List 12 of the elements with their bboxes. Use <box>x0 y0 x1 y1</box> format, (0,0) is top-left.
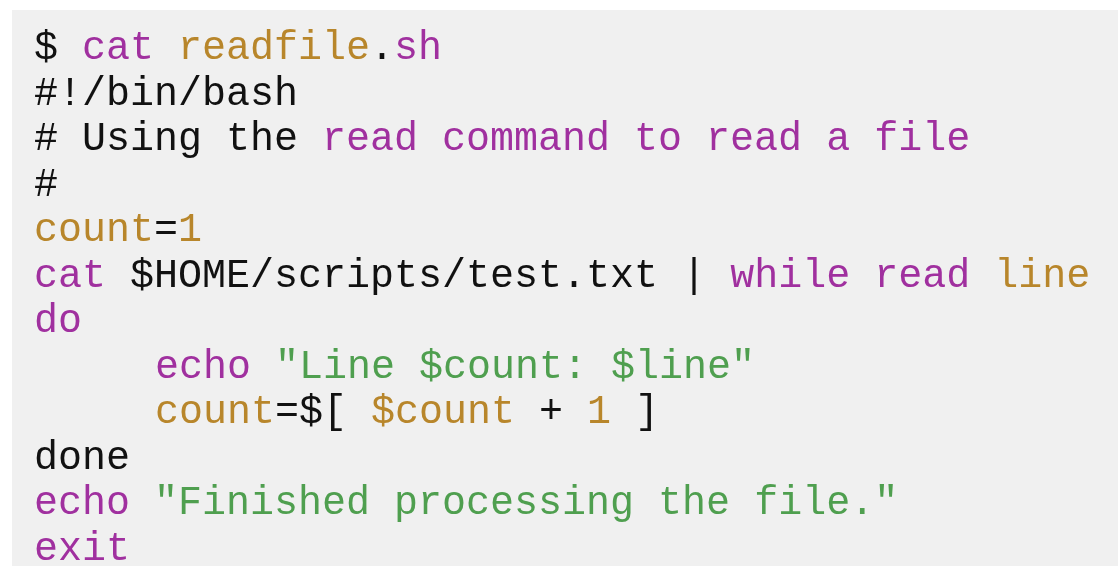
code-line: done <box>34 435 130 481</box>
code-line: echo "Line $count: $line" <box>155 344 756 390</box>
code-line: exit <box>34 526 130 566</box>
code-line: #!/bin/bash <box>34 71 299 117</box>
code-line: # Using the read command to read a file <box>34 117 971 162</box>
code-line: do <box>34 299 82 344</box>
code-line: cat $HOME/scripts/test.txt | while read line <box>34 253 1091 299</box>
code-line: count=$[ $count + 1 ] <box>155 390 660 435</box>
code-line: echo "Finished processing the file." <box>34 481 899 526</box>
code-line: # <box>34 162 58 208</box>
code-line: $ cat readfile.sh <box>34 26 443 71</box>
code-line: count=1 <box>34 208 203 253</box>
